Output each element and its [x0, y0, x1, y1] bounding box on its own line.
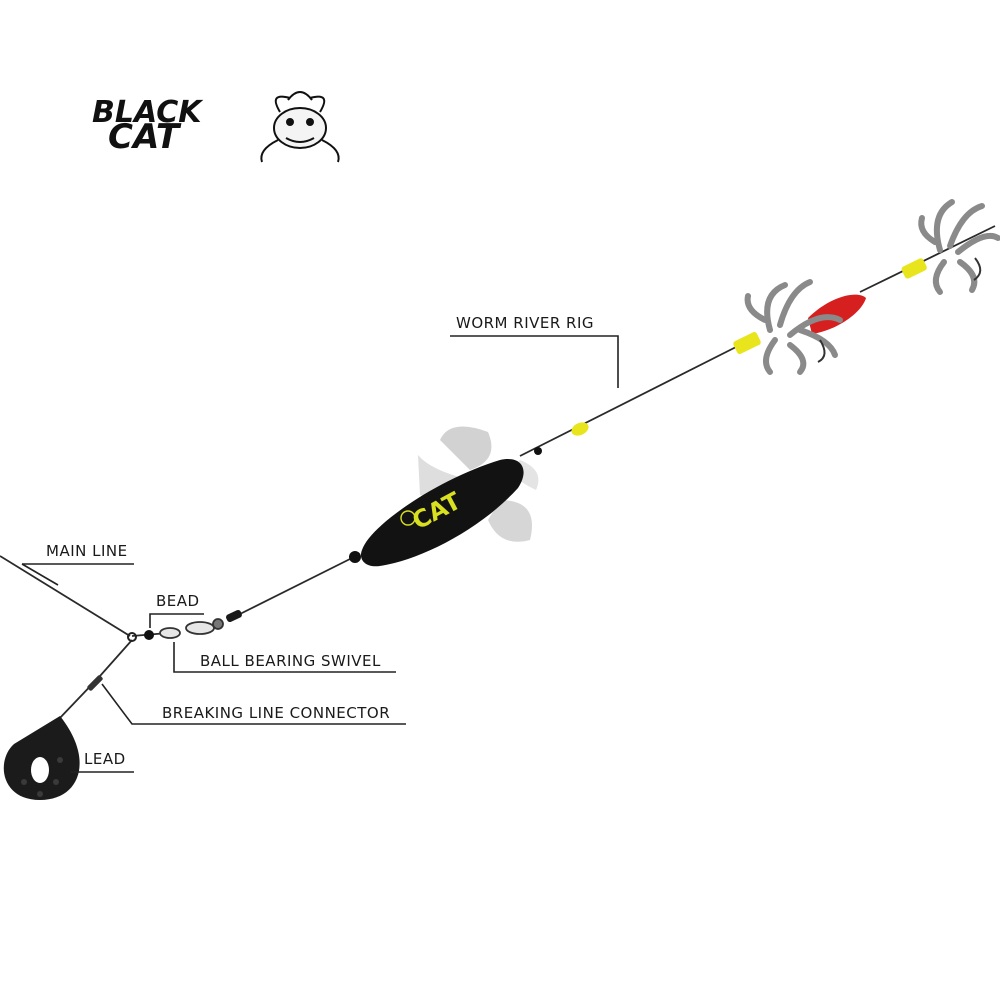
- label-bead: BEAD: [149, 592, 204, 628]
- catfish-icon: [260, 91, 340, 163]
- float-line-lower: [239, 555, 357, 615]
- bead: [144, 630, 154, 640]
- subfloat: CAT: [349, 426, 542, 567]
- logo-line1: BLACK: [92, 95, 204, 130]
- rig-lines: [0, 225, 996, 721]
- ball-bearing-swivel-leader: [173, 642, 396, 673]
- label-worm-river-rig: WORM RIVER RIG: [450, 314, 619, 388]
- label-ball-bearing-swivel: BALL BEARING SWIVEL: [173, 642, 396, 673]
- breaking-line-connector-text: BREAKING LINE CONNECTOR: [162, 704, 390, 722]
- worm-river-rig-leader: [450, 335, 619, 388]
- yellow-bead: [571, 422, 589, 436]
- yellow-sleeve-1: [733, 332, 761, 354]
- breaking-line-connector-leader: [101, 683, 406, 725]
- float-body: [360, 459, 524, 567]
- ball-bearing-swivel-text: BALL BEARING SWIVEL: [200, 652, 381, 670]
- yellow-sleeve-2: [901, 258, 927, 279]
- float-catfish-icon: [400, 510, 416, 526]
- label-breaking-line-connector: BREAKING LINE CONNECTOR: [101, 683, 406, 725]
- bead-leader: [149, 613, 204, 628]
- lead-weight: [3, 716, 80, 800]
- bead-text: BEAD: [156, 592, 200, 610]
- main-line: [0, 555, 131, 637]
- float-end-bead: [349, 551, 361, 563]
- float-fin-bottom: [488, 500, 532, 542]
- red-rattle-bead: [808, 294, 866, 334]
- worm-river-rig-text: WORM RIVER RIG: [456, 314, 594, 332]
- worm-rig: [733, 199, 1000, 375]
- worm-bunch-1: [744, 279, 843, 375]
- logo-line2: CAT: [108, 117, 182, 157]
- float-top-bead: [534, 447, 542, 455]
- ball-bearing-swivel: [159, 609, 242, 639]
- label-main-line: MAIN LINE: [21, 542, 134, 586]
- lead-text: LEAD: [84, 750, 126, 768]
- hook-1: [817, 339, 826, 363]
- hook-2: [973, 257, 982, 281]
- float-fin-top: [440, 426, 492, 470]
- black-cat-logo: BLACK CAT: [92, 91, 340, 163]
- label-lead: LEAD: [70, 750, 134, 773]
- float-line-upper: [519, 344, 741, 457]
- main-line-leader-tick: [21, 563, 59, 586]
- worm-line-upper: [859, 225, 996, 293]
- worm-bunch-2: [918, 199, 1000, 295]
- main-line-text: MAIN LINE: [46, 542, 128, 560]
- junction-ring: [127, 632, 137, 642]
- breaking-line-connector: [87, 675, 103, 691]
